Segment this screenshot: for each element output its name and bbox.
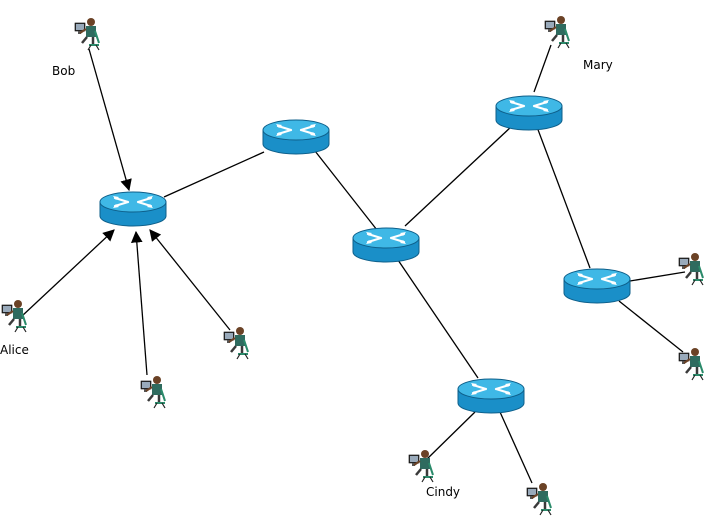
user-at-computer-icon (139, 374, 167, 410)
user-at-computer-icon (677, 346, 705, 382)
link-router2-router3 (314, 150, 378, 231)
label-mary: Mary (583, 58, 613, 72)
router-icon (98, 190, 168, 228)
link-router3-router4 (404, 125, 513, 227)
router-icon (562, 267, 632, 305)
link-alice-router1 (21, 229, 115, 317)
link-bob-router1 (88, 48, 132, 192)
router-icon (494, 94, 564, 132)
user-at-computer-icon (543, 14, 571, 50)
router-icon (351, 226, 421, 264)
label-alice: Alice (0, 343, 29, 357)
label-cindy: Cindy (426, 485, 460, 499)
link-router5-user-r1 (629, 271, 686, 282)
user-at-computer-icon (525, 481, 553, 517)
link-router4-mary (533, 44, 552, 93)
user-at-computer-icon (222, 325, 250, 361)
label-bob: Bob (52, 64, 75, 78)
link-router1-router2 (163, 151, 265, 198)
link-user3-router1 (130, 230, 148, 376)
router-icon (456, 377, 526, 415)
link-router5-user-r2 (618, 300, 684, 353)
links (21, 44, 686, 484)
link-router3-router6 (397, 259, 479, 379)
router-icon (261, 118, 331, 156)
user-at-computer-icon (0, 298, 28, 334)
link-router4-router5 (536, 126, 591, 269)
link-user4-router1 (149, 229, 231, 331)
user-at-computer-icon (677, 251, 705, 287)
link-router6-user-c2 (499, 411, 533, 484)
user-at-computer-icon (407, 448, 435, 484)
link-router6-cindy (425, 411, 476, 461)
user-at-computer-icon (73, 16, 101, 52)
